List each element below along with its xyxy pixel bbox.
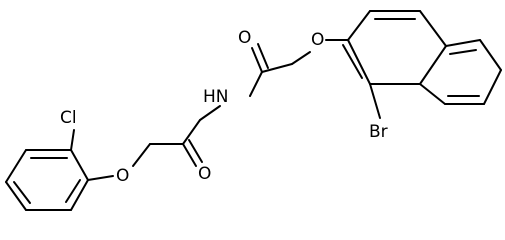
atom-cl: Cl <box>60 108 77 128</box>
atom-o-ether-phenyl: O <box>116 166 129 186</box>
atom-br: Br <box>369 122 388 142</box>
bond-lines <box>5 10 502 211</box>
molecule-structure: O O HN O O Cl Br <box>5 10 502 211</box>
atom-o-carbonyl-top: O <box>238 28 251 48</box>
atom-o-carbonyl-bottom: O <box>198 164 211 184</box>
atom-o-ether-naphthyl: O <box>311 30 324 50</box>
atom-nh-nh: HN <box>203 87 229 107</box>
